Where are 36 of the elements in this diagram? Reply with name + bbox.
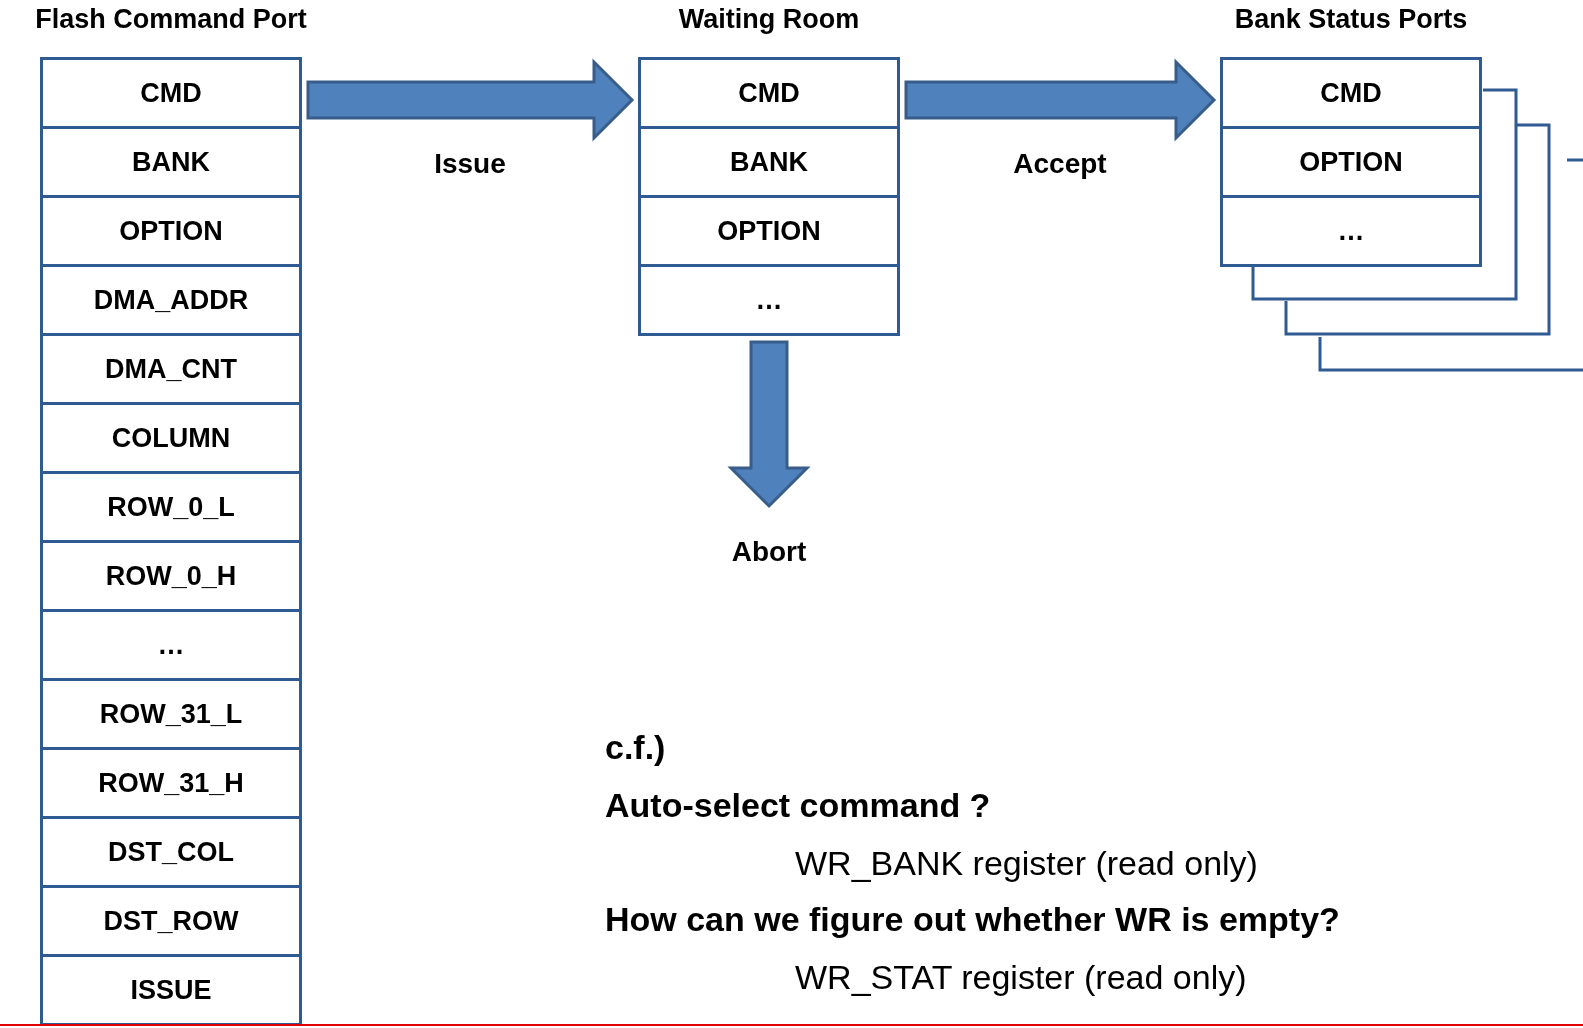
edge-label: Abort bbox=[731, 536, 807, 568]
block-arrow bbox=[306, 58, 635, 142]
register-field: CMD bbox=[1220, 57, 1482, 129]
edge-label: Issue bbox=[434, 148, 506, 180]
note-text: WR_BANK register (read only) bbox=[795, 844, 1258, 883]
register-field: OPTION bbox=[638, 195, 900, 267]
table-heading: Flash Command Port bbox=[34, 4, 308, 35]
edge-label: Accept bbox=[1013, 148, 1107, 180]
register-field: DST_COL bbox=[40, 816, 302, 888]
block-arrow bbox=[727, 340, 811, 509]
register-field: … bbox=[40, 609, 302, 681]
register-field: BANK bbox=[40, 126, 302, 198]
note-text: WR_STAT register (read only) bbox=[795, 958, 1247, 997]
register-field: ISSUE bbox=[40, 954, 302, 1026]
register-field: ROW_0_L bbox=[40, 471, 302, 543]
register-field: BANK bbox=[638, 126, 900, 198]
register-field: OPTION bbox=[1220, 126, 1482, 198]
register-field: COLUMN bbox=[40, 402, 302, 474]
register-field: CMD bbox=[638, 57, 900, 129]
block-arrow bbox=[904, 58, 1217, 142]
table-heading: Waiting Room bbox=[677, 4, 861, 35]
register-field: ROW_31_L bbox=[40, 678, 302, 750]
register-field: DST_ROW bbox=[40, 885, 302, 957]
stacked-page-outline bbox=[1284, 123, 1551, 336]
register-field: DMA_CNT bbox=[40, 333, 302, 405]
note-text: Auto-select command ? bbox=[605, 786, 991, 825]
note-text: c.f.) bbox=[605, 728, 666, 767]
register-field: ROW_31_H bbox=[40, 747, 302, 819]
table-heading: Bank Status Ports bbox=[1233, 4, 1469, 35]
register-field: OPTION bbox=[40, 195, 302, 267]
register-field: … bbox=[1220, 195, 1482, 267]
register-field: … bbox=[638, 264, 900, 336]
register-field: DMA_ADDR bbox=[40, 264, 302, 336]
register-field: CMD bbox=[40, 57, 302, 129]
register-field: ROW_0_H bbox=[40, 540, 302, 612]
note-text: How can we figure out whether WR is empty? bbox=[605, 900, 1340, 939]
